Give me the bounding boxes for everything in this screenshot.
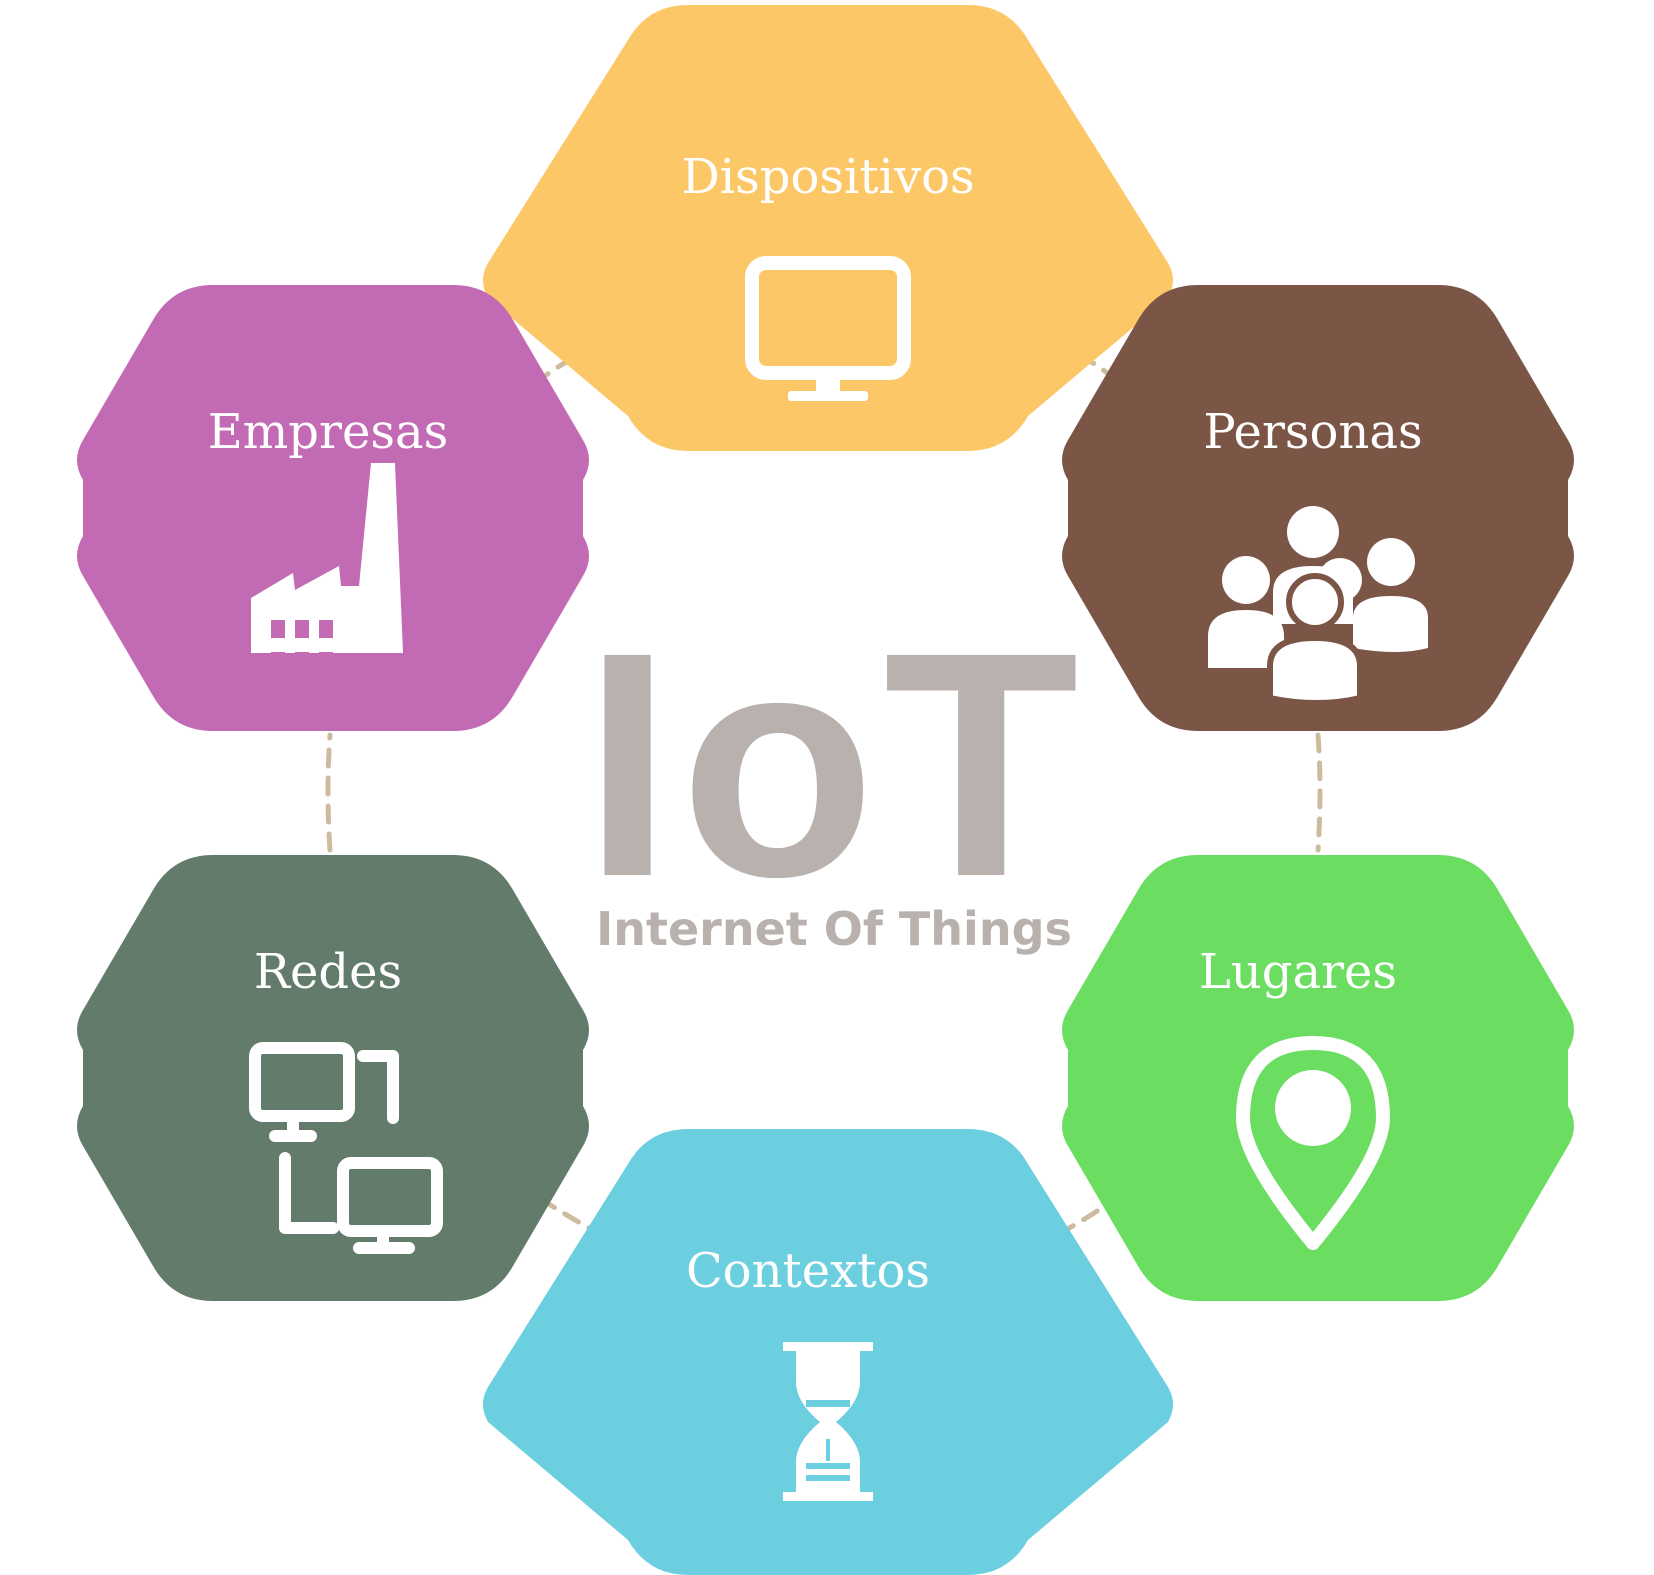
- connector-redes-empresas: [325, 732, 333, 853]
- hex-dispositivos: Dispositivos: [483, 5, 1173, 451]
- hex-empresas: Empresas: [77, 285, 589, 731]
- hex-personas-label: Personas: [1203, 404, 1422, 460]
- hex-contextos-label: Contextos: [686, 1243, 930, 1299]
- hex-empresas-shape: [77, 285, 589, 731]
- hourglass-icon: [783, 1342, 873, 1501]
- hex-lugares: Lugares: [1062, 855, 1574, 1301]
- center-branding: IoT Internet Of Things: [583, 585, 1087, 956]
- people-group-icon: [1208, 506, 1428, 706]
- hex-contextos: Contextos: [483, 1129, 1173, 1575]
- hex-empresas-label: Empresas: [208, 404, 449, 460]
- location-pin-icon: [1236, 1036, 1390, 1250]
- connector-personas-lugares: [1315, 732, 1323, 853]
- hex-redes-shape: [77, 855, 589, 1301]
- hex-lugares-label: Lugares: [1199, 944, 1397, 1000]
- iot-subtitle: Internet Of Things: [596, 902, 1072, 956]
- monitor-icon: [745, 256, 911, 401]
- hex-redes: Redes: [77, 855, 589, 1301]
- factory-icon: [251, 463, 403, 670]
- iot-title: IoT: [583, 585, 1087, 943]
- hex-redes-label: Redes: [254, 944, 402, 1000]
- hex-personas: Personas: [1062, 285, 1574, 731]
- hex-dispositivos-label: Dispositivos: [681, 149, 974, 205]
- hex-dispositivos-shape: [483, 5, 1173, 451]
- network-computers-icon: [249, 1042, 443, 1254]
